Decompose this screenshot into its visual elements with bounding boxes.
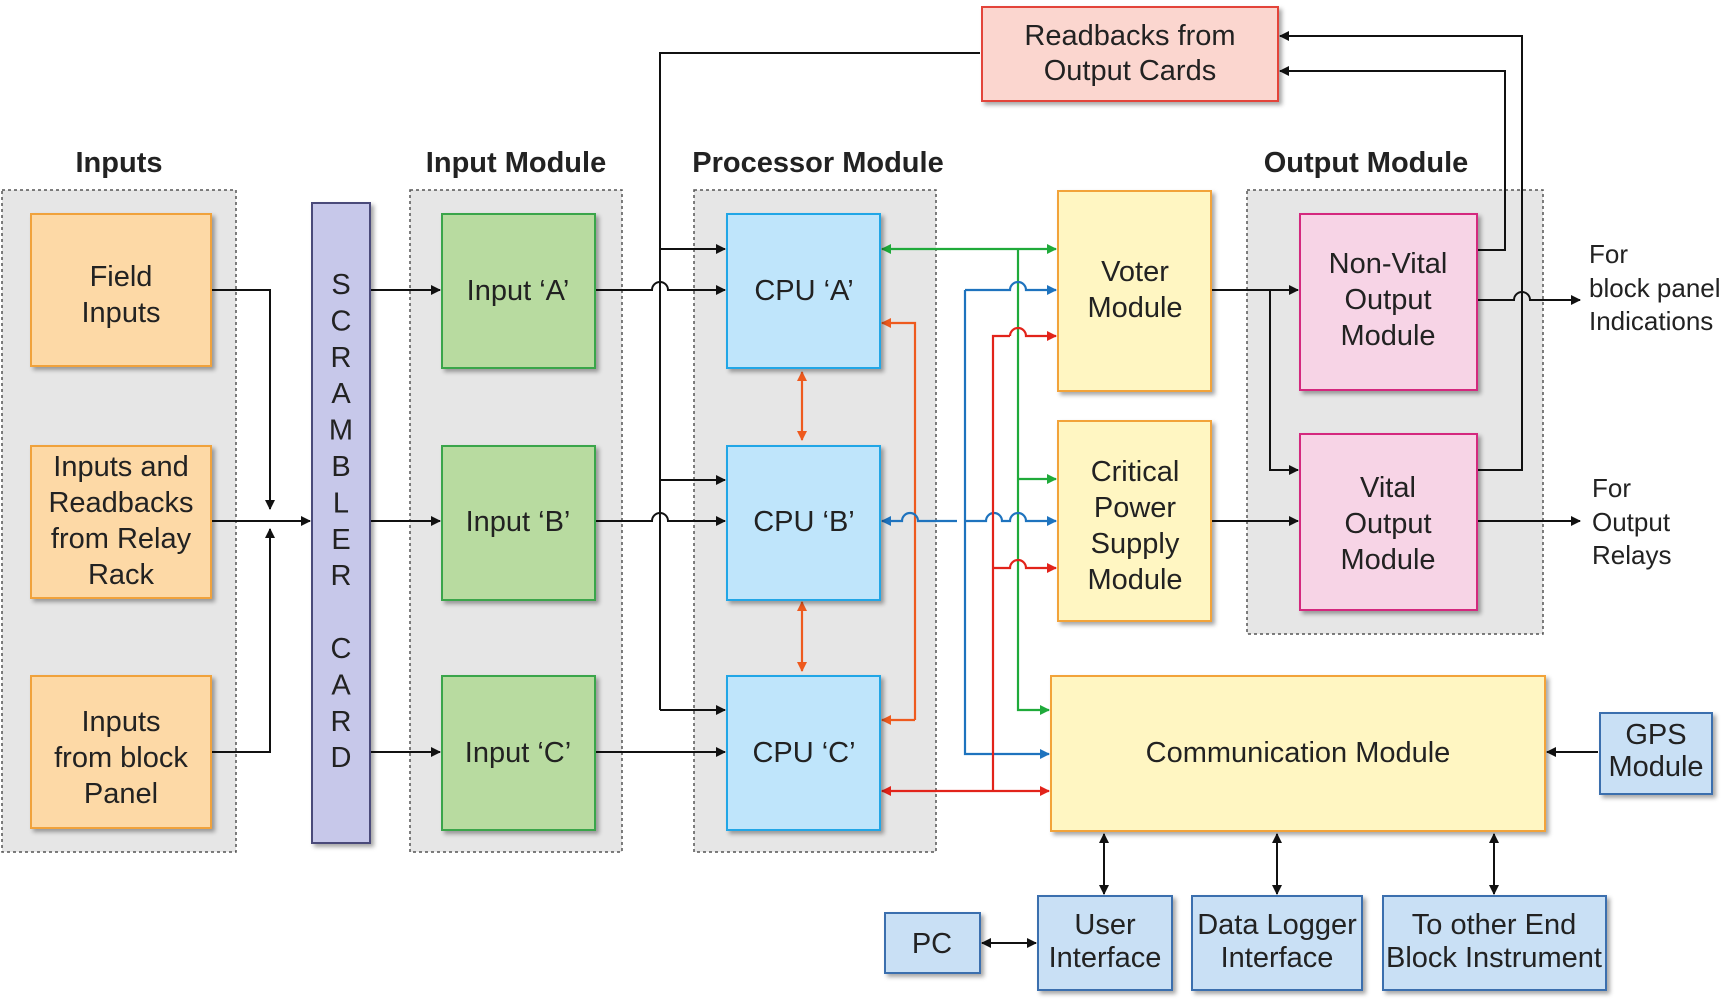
data-logger-line-1: Data Logger — [1197, 909, 1357, 941]
output-relays-line-2: Output — [1592, 507, 1671, 537]
scrambler-letter: C — [331, 633, 352, 665]
cpu-b-label: CPU ‘B’ — [753, 506, 855, 538]
communication-module-label: Communication Module — [1146, 737, 1451, 769]
pc-label: PC — [912, 928, 952, 960]
other-end-block: To other End Block Instrument — [1382, 895, 1607, 991]
cpu-a-block: CPU ‘A’ — [726, 213, 881, 369]
relay-inputs-block: Inputs and Readbacks from Relay Rack — [30, 445, 212, 599]
block-panel-line-3: Indications — [1589, 306, 1713, 336]
blue-connectors — [881, 280, 1057, 759]
vital-line-3: Module — [1340, 544, 1435, 576]
gps-line-1: GPS — [1625, 719, 1686, 751]
cpu-c-block: CPU ‘C’ — [726, 675, 881, 831]
black-connectors — [212, 31, 1598, 948]
scrambler-letter: R — [331, 342, 352, 374]
scrambler-letter: A — [331, 669, 351, 701]
scrambler-letter: M — [329, 415, 353, 447]
vital-line-1: Vital — [1360, 472, 1416, 504]
panel-inputs-line-1: Inputs — [82, 706, 161, 738]
power-supply-block: Critical Power Supply Module — [1057, 420, 1212, 622]
block-panel-line-2: block panel — [1589, 273, 1721, 303]
panel-inputs-block: Inputs from block Panel — [30, 675, 212, 829]
voter-line-2: Module — [1087, 292, 1182, 324]
pc-block: PC — [884, 912, 981, 974]
block-panel-annotation: For block panel Indications — [1589, 239, 1721, 336]
voter-module-block: Voter Module — [1057, 190, 1212, 392]
readbacks-line-1: Readbacks from — [1024, 20, 1235, 52]
other-end-line-1: To other End — [1412, 909, 1576, 941]
nonvital-line-1: Non-Vital — [1329, 248, 1448, 280]
gps-line-2: Module — [1608, 751, 1703, 783]
red-connectors — [881, 326, 1057, 796]
user-interface-block: User Interface — [1037, 895, 1173, 991]
other-end-line-2: Block Instrument — [1386, 942, 1602, 974]
green-connectors — [881, 244, 1057, 715]
field-inputs-block: Field Inputs — [30, 213, 212, 367]
vital-line-2: Output — [1344, 508, 1431, 540]
readbacks-block: Readbacks from Output Cards — [981, 6, 1279, 102]
panel-inputs-line-2: from block — [54, 742, 188, 774]
communication-module-block: Communication Module — [1050, 675, 1546, 832]
input-a-label: Input ‘A’ — [467, 275, 570, 307]
scrambler-letter: D — [331, 742, 352, 774]
data-logger-line-2: Interface — [1221, 942, 1334, 974]
power-line-4: Module — [1087, 564, 1182, 596]
orange-connectors — [797, 318, 917, 725]
input-b-block: Input ‘B’ — [441, 445, 596, 601]
inputs-heading: Inputs — [76, 147, 163, 179]
cpu-b-block: CPU ‘B’ — [726, 445, 881, 601]
relay-inputs-line-3: from Relay — [51, 523, 192, 555]
input-c-block: Input ‘C’ — [441, 675, 596, 831]
scrambler-letter: R — [331, 706, 352, 738]
scrambler-letter: S — [331, 269, 350, 301]
input-a-block: Input ‘A’ — [441, 213, 596, 369]
scrambler-letter: L — [333, 487, 349, 519]
output-relays-line-1: For — [1592, 473, 1631, 503]
field-inputs-line-2: Inputs — [82, 297, 161, 329]
input-b-label: Input ‘B’ — [466, 506, 571, 538]
relay-inputs-line-2: Readbacks — [48, 487, 193, 519]
cpu-c-label: CPU ‘C’ — [752, 737, 855, 769]
gps-module-block: GPS Module — [1599, 712, 1713, 795]
power-line-2: Power — [1094, 492, 1177, 524]
voter-line-1: Voter — [1101, 256, 1169, 288]
data-logger-block: Data Logger Interface — [1191, 895, 1363, 991]
scrambler-letter: A — [331, 378, 351, 410]
relay-inputs-line-4: Rack — [88, 559, 155, 591]
user-interface-line-2: Interface — [1049, 942, 1162, 974]
scrambler-letter: R — [331, 560, 352, 592]
nonvital-line-2: Output — [1344, 284, 1431, 316]
nonvital-line-3: Module — [1340, 320, 1435, 352]
power-line-1: Critical — [1091, 456, 1180, 488]
output-module-heading: Output Module — [1264, 147, 1469, 179]
cpu-a-label: CPU ‘A’ — [754, 275, 853, 307]
processor-module-heading: Processor Module — [692, 147, 943, 179]
output-relays-line-3: Relays — [1592, 540, 1671, 570]
field-inputs-line-1: Field — [90, 261, 153, 293]
power-line-3: Supply — [1091, 528, 1180, 560]
scrambler-letter: E — [331, 524, 350, 556]
user-interface-line-1: User — [1074, 909, 1136, 941]
nonvital-output-block: Non-Vital Output Module — [1299, 213, 1478, 391]
panel-inputs-line-3: Panel — [84, 778, 158, 810]
relay-inputs-line-1: Inputs and — [53, 451, 188, 483]
input-c-label: Input ‘C’ — [465, 737, 571, 769]
vital-output-block: Vital Output Module — [1299, 433, 1478, 611]
input-module-heading: Input Module — [426, 147, 606, 179]
block-panel-line-1: For — [1589, 239, 1628, 269]
output-relays-annotation: For Output Relays — [1592, 473, 1671, 570]
scrambler-letter: C — [331, 305, 352, 337]
readbacks-line-2: Output Cards — [1044, 55, 1216, 87]
scrambler-letter: B — [331, 451, 350, 483]
